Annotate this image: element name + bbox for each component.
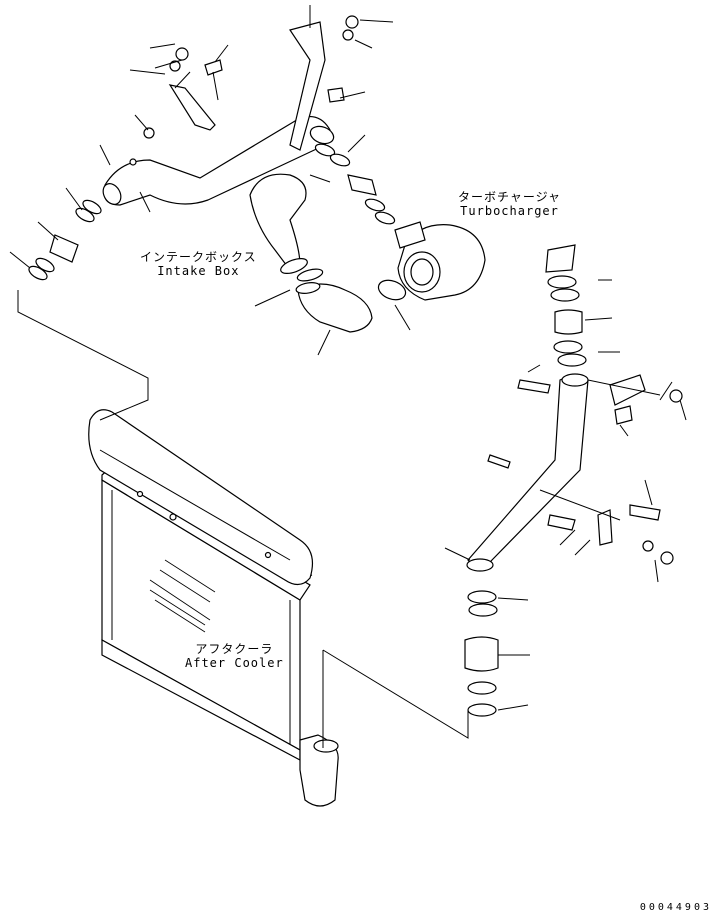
intake-box-label-jp: インテークボックス — [140, 250, 257, 264]
after-cooler-label-en: After Cooler — [185, 656, 284, 670]
upper-bracket — [289, 21, 326, 151]
after-cooler-label-jp: アフタクーラ — [195, 642, 274, 656]
turbo-hose-clamps — [314, 143, 396, 225]
top-fasteners — [129, 15, 359, 166]
intake-box-label: インテークボックス Intake Box — [140, 250, 257, 278]
intake-pipe-bracket — [168, 71, 216, 131]
right-bottom-hose-clamps — [464, 590, 499, 717]
right-brackets-fasteners — [487, 374, 683, 565]
intake-box-label-en: Intake Box — [157, 264, 240, 278]
intake-box-hose — [249, 173, 308, 274]
drawing-number: 00044903 — [639, 902, 712, 913]
intake-left-hose-clamps — [28, 199, 102, 281]
after-cooler-outlet-elbow — [299, 734, 339, 807]
turbocharger-label-en: Turbocharger — [460, 204, 559, 218]
intake-elbow-hose — [295, 282, 373, 333]
after-cooler-inlet-tank — [88, 409, 313, 586]
after-cooler-label: アフタクーラ After Cooler — [185, 642, 284, 670]
turbocharger-label-jp: ターボチャージャ — [458, 190, 562, 204]
turbocharger-label: ターボチャージャ Turbocharger — [458, 190, 561, 218]
turbocharger — [394, 221, 486, 301]
right-top-hose-clamps — [545, 244, 587, 367]
intake-elbow-clamps — [296, 268, 407, 301]
intake-pipe — [102, 115, 335, 206]
right-connector-pipe — [466, 373, 589, 572]
leader-lines — [9, 5, 687, 748]
